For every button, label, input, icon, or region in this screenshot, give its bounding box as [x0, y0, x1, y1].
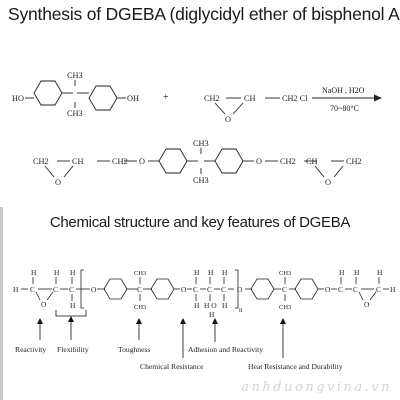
product-right-link: CH2: [280, 157, 296, 166]
struct-h8: H: [222, 268, 228, 277]
feature-arrows: [39, 310, 284, 358]
struct-c2: C: [53, 285, 58, 294]
struct-ch3-1: CH3: [134, 270, 146, 277]
structure-ring-3: [250, 278, 275, 300]
product-ring-left: [158, 148, 188, 174]
feature-heat-resistance: Heat Resistance and Durability: [248, 362, 343, 371]
product-methyl-bottom: CH3: [193, 176, 209, 185]
struct-h3: H: [70, 268, 76, 277]
product-ring-right: [214, 148, 244, 174]
product-left-epoxide-o: O: [55, 178, 61, 187]
product-right-ch: CH: [306, 157, 318, 166]
struct-h5: H: [194, 268, 200, 277]
struct-h9: H: [222, 301, 228, 310]
struct-c8: C: [353, 285, 358, 294]
struct-c-quat-1: C: [137, 285, 142, 294]
struct-c7: C: [338, 285, 343, 294]
product-left-ch: CH: [72, 157, 84, 166]
product-left-ch2: CH2: [33, 157, 49, 166]
ech-ch2cl: CH2 Cl: [282, 94, 308, 103]
product-right-ch2: CH2: [346, 157, 362, 166]
feature-flexibility: Flexibility: [57, 345, 89, 354]
struct-c4: C: [193, 285, 198, 294]
struct-o3: O: [237, 285, 243, 294]
struct-n: n: [239, 306, 243, 314]
struct-h11: H: [354, 268, 360, 277]
struct-h7: H: [208, 268, 214, 277]
struct-h-left: H: [13, 285, 19, 294]
struct-c1: C: [30, 285, 35, 294]
product-right-epoxide-o: O: [325, 178, 331, 187]
struct-h1: H: [31, 268, 37, 277]
product-methyl-top: CH3: [193, 139, 209, 148]
left-edge-strip: [0, 207, 3, 400]
struct-end-h: H: [390, 285, 396, 294]
reaction-arrow: [312, 94, 382, 102]
feature-toughness: Toughness: [118, 345, 151, 354]
struct-o2: O: [181, 285, 187, 294]
feature-adhesion-reactivity: Adhesion and Reactivity: [188, 345, 264, 354]
struct-ch3-2: CH3: [134, 304, 146, 311]
struct-h-hydroxyl: H: [209, 310, 215, 319]
product-ether-o-right: O: [256, 157, 262, 166]
reagent-top: NaOH , H2O: [322, 86, 365, 95]
struct-c5: C: [207, 285, 212, 294]
bpa-ring-left: [33, 80, 63, 106]
struct-o4: O: [325, 285, 331, 294]
struct-c6: C: [221, 285, 226, 294]
struct-h4: H: [70, 301, 76, 310]
product-left-link: CH2: [112, 157, 128, 166]
reagent-bottom: 70~80°C: [330, 104, 359, 113]
ech-ch: CH: [244, 94, 256, 103]
plus-sign: +: [163, 92, 169, 103]
struct-o-epoxide-left: O: [41, 300, 47, 309]
struct-h10: H: [339, 268, 345, 277]
struct-ho: H O: [204, 301, 217, 310]
product-ether-o-left: O: [139, 157, 145, 166]
struct-o1: O: [91, 285, 97, 294]
ech-oxygen: O: [225, 115, 231, 124]
struct-end-c: C: [376, 285, 381, 294]
struct-c-quat-2: C: [282, 285, 287, 294]
section-title: Chemical structure and key features of D…: [49, 214, 351, 231]
watermark: anhduongvina.vn: [241, 380, 392, 395]
bpa-methyl-top: CH3: [67, 71, 83, 80]
bpa-ho-label: HO: [12, 94, 24, 103]
struct-h2: H: [54, 268, 60, 277]
feature-reactivity: Reactivity: [15, 345, 47, 354]
struct-h6: H: [194, 301, 200, 310]
struct-c3: C: [69, 285, 74, 294]
struct-ch3-3: CH3: [279, 270, 291, 277]
bpa-methyl-bottom: CH3: [67, 109, 83, 118]
struct-o-epoxide-right: O: [364, 300, 370, 309]
struct-ch3-4: CH3: [279, 304, 291, 311]
feature-chemical-resistance: Chemical Resistance: [140, 362, 204, 371]
synthesis-scheme: HO OH CH3 CH3 + CH2 CH CH2 Cl O NaOH , H…: [12, 71, 382, 187]
bpa-ring-right: [88, 85, 118, 111]
structure-ring-1: [103, 278, 128, 300]
structure-ring-2: [150, 278, 175, 300]
ech-ch2: CH2: [204, 94, 220, 103]
page-title: Synthesis of DGEBA (diglycidyl ether of …: [8, 4, 400, 24]
struct-h12: H: [377, 268, 383, 277]
structure-ring-4: [294, 278, 319, 300]
bpa-oh-label: OH: [127, 94, 139, 103]
structure-diagram: H C H O C H C H H O CH3 C CH3 O C H H C …: [13, 268, 396, 358]
